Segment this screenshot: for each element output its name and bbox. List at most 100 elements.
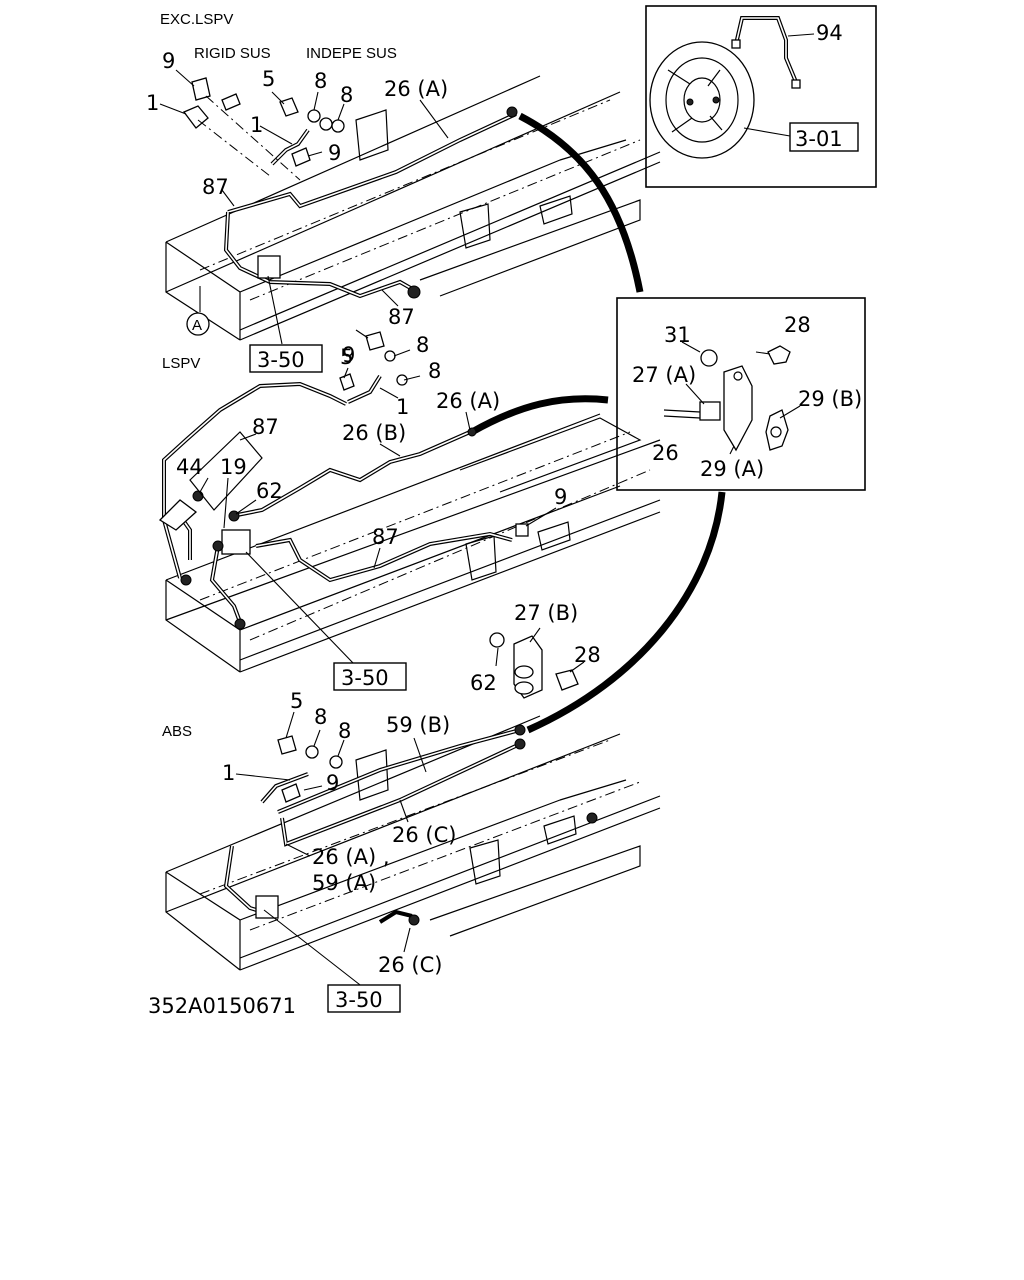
junction-block bbox=[257, 255, 281, 279]
bolt-5-lspv bbox=[365, 331, 385, 351]
callout-19: 19 bbox=[220, 455, 247, 479]
callout-29a: 29 (A) bbox=[700, 457, 764, 481]
callout-29b: 29 (B) bbox=[798, 387, 862, 411]
callout-26c-a: 26 (C) bbox=[392, 823, 456, 847]
clip-29a bbox=[723, 365, 753, 452]
ref-3-50-c-label: 3-50 bbox=[335, 988, 383, 1012]
callout-26-detail: 26 bbox=[652, 441, 679, 465]
clip-9-lspv bbox=[515, 523, 529, 537]
washer-8-abs-b bbox=[329, 755, 343, 769]
detail-frame-clip bbox=[616, 297, 866, 491]
ref-box-3-50-a[interactable] bbox=[249, 344, 323, 373]
bolt-rigid bbox=[221, 93, 241, 111]
drawing-number: 352A0150671 bbox=[148, 994, 296, 1018]
callout-87-a: 87 bbox=[202, 175, 229, 199]
callout-1-abs: 1 bbox=[222, 761, 235, 785]
callout-26a-a: 26 (A) bbox=[384, 77, 448, 101]
section-indepe-sus: INDEPE SUS bbox=[306, 45, 397, 62]
callout-28-detail: 28 bbox=[784, 313, 811, 337]
frame-exc-lspv bbox=[165, 75, 661, 341]
parts-exc-lspv bbox=[159, 69, 449, 345]
callout-87-lspv-b: 87 bbox=[372, 525, 399, 549]
grommet-27a bbox=[699, 401, 721, 421]
callout-5-lspv: 5 bbox=[340, 345, 353, 369]
connector-arc-middle bbox=[470, 395, 609, 436]
callout-26b: 26 (B) bbox=[342, 421, 406, 445]
junction-block-abs bbox=[255, 895, 279, 919]
frame-abs bbox=[165, 715, 661, 971]
callout-44: 44 bbox=[176, 455, 203, 479]
callout-1-a: 1 bbox=[146, 91, 159, 115]
callout-27a: 27 (A) bbox=[632, 363, 696, 387]
callout-5-abs: 5 bbox=[290, 689, 303, 713]
parts-abs bbox=[235, 711, 427, 989]
callout-62-b: 62 bbox=[470, 671, 497, 695]
clip-9b bbox=[291, 147, 311, 167]
section-exc-lspv: EXC.LSPV bbox=[160, 11, 233, 28]
clip-detail bbox=[616, 297, 866, 491]
bolt-5 bbox=[279, 97, 299, 117]
callout-87-lspv-a: 87 bbox=[252, 415, 279, 439]
circle-a-label: A bbox=[192, 317, 202, 334]
ref-3-50-b-label: 3-50 bbox=[341, 666, 389, 690]
callout-8-abs-a: 8 bbox=[314, 705, 327, 729]
nut-62 bbox=[489, 632, 505, 648]
detail-frame-backing-plate bbox=[645, 5, 877, 188]
clip-27b-parts bbox=[489, 627, 585, 699]
callout-8-lspv-a: 8 bbox=[416, 333, 429, 357]
callout-1-lspv: 1 bbox=[396, 395, 409, 419]
callout-26a-lspv: 26 (A) bbox=[436, 389, 500, 413]
lspv-valve bbox=[221, 529, 251, 555]
washer-8c bbox=[331, 119, 345, 133]
callout-59b: 59 (B) bbox=[386, 713, 450, 737]
ref-box-3-50-b[interactable] bbox=[333, 662, 407, 691]
ref-box-3-01[interactable] bbox=[789, 122, 859, 152]
washer-8-lspv-a bbox=[384, 350, 396, 362]
washer-8-abs-a bbox=[305, 745, 319, 759]
nut-31 bbox=[700, 349, 718, 367]
callout-8-lspv-b: 8 bbox=[428, 359, 441, 383]
callout-9-lspv-right: 9 bbox=[554, 485, 567, 509]
frame-lspv bbox=[158, 381, 661, 673]
parts-lspv bbox=[199, 329, 557, 665]
callout-26a-abs: 26 (A) , bbox=[312, 845, 390, 869]
callout-94: 94 bbox=[816, 21, 843, 45]
clip-9-abs bbox=[281, 783, 301, 803]
callout-9-abs: 9 bbox=[326, 771, 339, 795]
callout-8-b: 8 bbox=[340, 83, 353, 107]
callout-59a: 59 (A) bbox=[312, 871, 376, 895]
callout-31: 31 bbox=[664, 323, 691, 347]
washer-8b bbox=[319, 117, 333, 131]
washer-8a bbox=[307, 109, 321, 123]
backing-plate-detail bbox=[645, 5, 877, 188]
clip-29b bbox=[765, 409, 789, 451]
callout-27b: 27 (B) bbox=[514, 601, 578, 625]
callout-87-b: 87 bbox=[388, 305, 415, 329]
washer-8-lspv-b bbox=[396, 374, 408, 386]
connector-arc-bottom bbox=[526, 491, 726, 734]
clip-9 bbox=[191, 77, 211, 101]
ref-box-3-50-c[interactable] bbox=[327, 984, 401, 1013]
callout-9-lspv-b: 9 bbox=[342, 343, 355, 367]
circle-a-marker bbox=[186, 312, 210, 336]
ref-3-50-a-label: 3-50 bbox=[257, 348, 305, 372]
callout-1-b: 1 bbox=[250, 113, 263, 137]
callout-26c-b: 26 (C) bbox=[378, 953, 442, 977]
ref-3-01-label: 3-01 bbox=[795, 127, 843, 151]
callout-28-b: 28 bbox=[574, 643, 601, 667]
section-abs: ABS bbox=[162, 723, 192, 740]
callout-62-lspv: 62 bbox=[256, 479, 283, 503]
section-lspv: LSPV bbox=[162, 355, 200, 372]
callout-9-b: 9 bbox=[328, 141, 341, 165]
callout-9-a: 9 bbox=[162, 49, 175, 73]
bolt-28 bbox=[767, 345, 791, 365]
callout-8-abs-b: 8 bbox=[338, 719, 351, 743]
callout-5-a: 5 bbox=[262, 67, 275, 91]
section-rigid-sus: RIGID SUS bbox=[194, 45, 271, 62]
bolt-5-abs bbox=[277, 735, 297, 755]
clip-9-lspv-top bbox=[339, 373, 355, 391]
callout-8-a: 8 bbox=[314, 69, 327, 93]
bolt-28-b bbox=[555, 669, 579, 691]
connector-arc-top bbox=[518, 112, 644, 293]
